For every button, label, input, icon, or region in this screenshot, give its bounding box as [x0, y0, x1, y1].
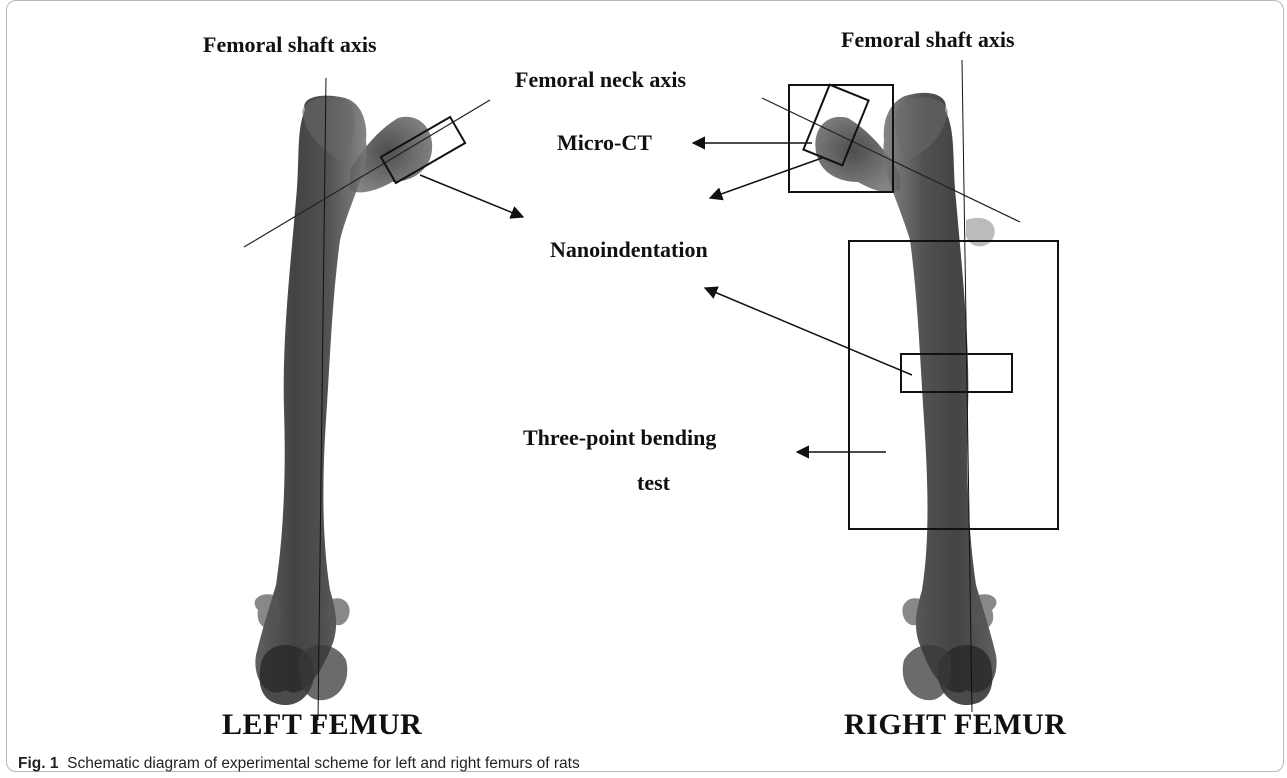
right-femur-bone [815, 93, 996, 705]
right-femur-title: RIGHT FEMUR [844, 708, 1066, 742]
nanoindentation-label: Nanoindentation [550, 237, 708, 263]
shaft-axis-label-left: Femoral shaft axis [203, 32, 377, 58]
left-neck-arrow [420, 175, 523, 217]
figure-number: Fig. 1 [18, 755, 58, 772]
shaft-nano-arrow [705, 288, 912, 375]
left-femur-title: LEFT FEMUR [222, 708, 422, 742]
neck-axis-label: Femoral neck axis [515, 67, 686, 93]
figure-caption: Fig. 1 Schematic diagram of experimental… [18, 755, 580, 773]
shaft-axis-label-right: Femoral shaft axis [841, 27, 1015, 53]
three-point-label-line1: Three-point bending [523, 425, 716, 451]
figure-caption-text: Schematic diagram of experimental scheme… [67, 755, 580, 772]
three-point-label-line2: test [637, 470, 670, 496]
micro-ct-label: Micro-CT [557, 130, 652, 156]
